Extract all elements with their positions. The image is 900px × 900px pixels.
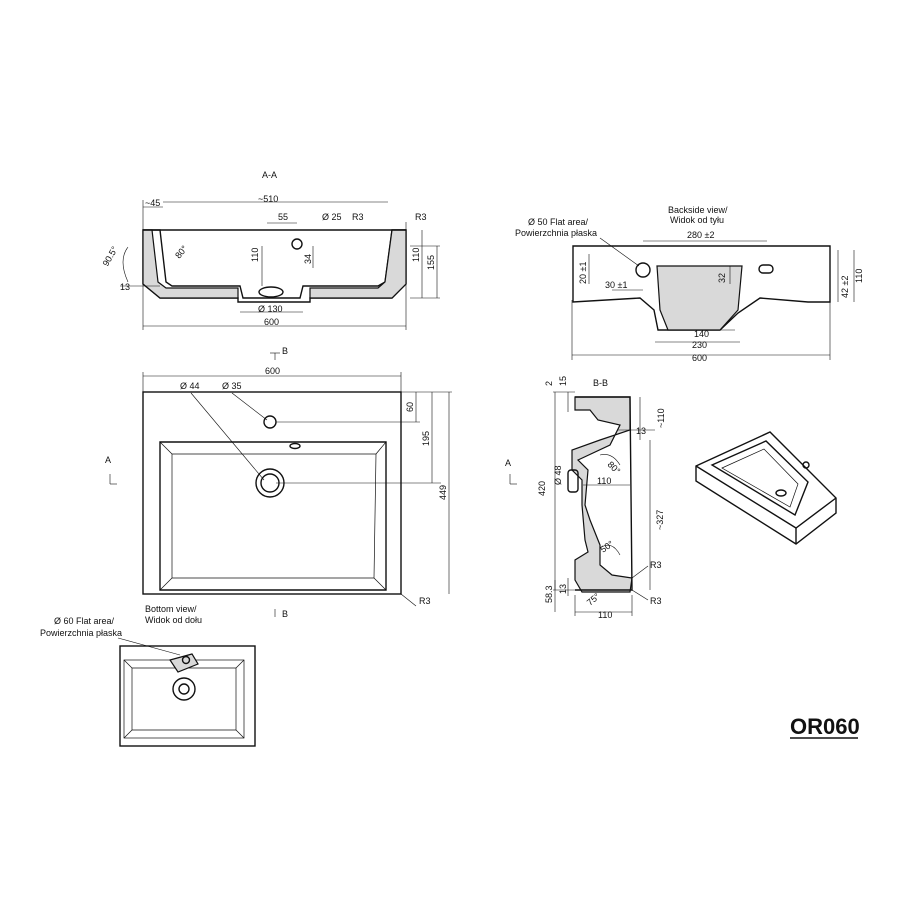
svg-text:230: 230 (692, 340, 707, 350)
model-label: OR060 (790, 714, 860, 739)
svg-text:60: 60 (405, 402, 415, 412)
svg-text:13: 13 (120, 282, 130, 292)
top-basin-outer (159, 441, 387, 591)
back-view-title-2: Widok od tyłu (670, 215, 724, 225)
svg-text:Ø 44: Ø 44 (180, 381, 200, 391)
svg-text:R3: R3 (650, 560, 662, 570)
svg-text:13: 13 (636, 426, 646, 436)
svg-text:R3: R3 (650, 596, 662, 606)
svg-text:110: 110 (598, 610, 612, 620)
iso-drain (775, 489, 787, 497)
iso-outer-body (695, 431, 837, 545)
section-a-a-title: A-A (262, 170, 277, 180)
svg-text:140: 140 (694, 329, 709, 339)
bottom-outer-edge (119, 645, 256, 747)
svg-text:13: 13 (558, 584, 568, 594)
backside-view: Backside view/ Widok od tyłu Ø 50 Flat a… (515, 205, 864, 363)
svg-text:80°: 80° (173, 243, 190, 260)
svg-text:~510: ~510 (258, 194, 278, 204)
section-b-b-title: B-B (593, 378, 608, 388)
back-view-note-1: Ø 50 Flat area/ (528, 217, 589, 227)
top-view: 600 B B A Ø 44 Ø 35 60 195 4 (105, 346, 452, 619)
svg-text:~110: ~110 (656, 408, 666, 428)
svg-text:Ø 35: Ø 35 (222, 381, 242, 391)
svg-text:110: 110 (597, 476, 611, 486)
svg-text:600: 600 (265, 366, 280, 376)
back-view-tap-hole-left (635, 262, 651, 278)
bottom-view-title-2: Widok od dołu (145, 615, 202, 625)
aa-right-wall-section (309, 229, 407, 299)
svg-text:~45: ~45 (145, 198, 160, 208)
svg-text:30 ±1: 30 ±1 (605, 280, 627, 290)
svg-text:Ø 130: Ø 130 (258, 304, 283, 314)
bottom-view-note-1: Ø 60 Flat area/ (54, 616, 115, 626)
svg-text:32: 32 (717, 273, 727, 283)
svg-text:110: 110 (250, 248, 260, 262)
svg-text:2: 2 (544, 381, 554, 386)
svg-text:90.5°: 90.5° (101, 244, 120, 268)
svg-text:R3: R3 (415, 212, 427, 222)
top-tap-hole (263, 415, 277, 429)
bottom-basin-edge (123, 659, 245, 739)
iso-basin-floor (721, 448, 799, 508)
back-view-note-2: Powierzchnia płaska (515, 228, 597, 238)
svg-text:58.3: 58.3 (544, 585, 554, 603)
svg-text:449: 449 (438, 485, 448, 500)
svg-text:B: B (282, 609, 288, 619)
isometric-view (695, 431, 837, 545)
svg-text:600: 600 (264, 317, 279, 327)
bottom-view: Bottom view/ Widok od dołu Ø 60 Flat are… (40, 604, 256, 747)
svg-text:Ø 25: Ø 25 (322, 212, 342, 222)
svg-text:195: 195 (421, 431, 431, 446)
back-view-title-1: Backside view/ (668, 205, 728, 215)
top-a-marker: A (105, 455, 111, 465)
bottom-drain-outer (172, 677, 196, 701)
bottom-view-title-1: Bottom view/ (145, 604, 197, 614)
svg-text:80°: 80° (606, 459, 623, 476)
bottom-basin-inner (131, 667, 237, 731)
svg-text:110: 110 (411, 248, 421, 262)
svg-text:15: 15 (558, 376, 568, 386)
bb-overflow (567, 469, 579, 493)
top-outer-rim (142, 391, 402, 595)
back-view-bowl (656, 265, 743, 331)
svg-text:R3: R3 (419, 596, 431, 606)
back-view-overflow-slot (758, 264, 774, 274)
svg-text:50°: 50° (598, 538, 615, 554)
svg-text:420: 420 (537, 481, 547, 496)
bb-outline (575, 396, 633, 591)
top-b-marker: B (282, 346, 288, 356)
svg-text:42 ±2: 42 ±2 (840, 276, 850, 298)
top-overflow (289, 442, 301, 450)
section-b-b: B-B A 2 15 ~110 13 Ø 48 420 110 80° ~327… (505, 376, 666, 620)
bottom-drain-inner (178, 683, 190, 695)
svg-text:55: 55 (278, 212, 288, 222)
svg-text:155: 155 (426, 255, 436, 270)
svg-text:~327: ~327 (655, 510, 665, 530)
svg-text:20 ±1: 20 ±1 (578, 262, 588, 284)
svg-text:A: A (505, 458, 511, 468)
svg-text:R3: R3 (352, 212, 364, 222)
svg-text:34: 34 (303, 254, 313, 264)
svg-text:Ø 48: Ø 48 (553, 465, 563, 485)
aa-left-wall-section (142, 229, 239, 299)
iso-tap-hole (802, 461, 810, 469)
section-a-a: A-A ~45 ~510 55 Ø 25 R3 R3 90.5° 80° 110… (101, 170, 440, 330)
svg-text:600: 600 (692, 353, 707, 363)
svg-text:280 ±2: 280 ±2 (687, 230, 714, 240)
svg-text:110: 110 (854, 269, 864, 283)
svg-text:75°: 75° (585, 591, 602, 608)
bottom-view-note-2: Powierzchnia płaska (40, 628, 122, 638)
top-basin-inner (171, 453, 377, 579)
bb-section-profile (571, 396, 633, 593)
bottom-tap-hole (181, 655, 191, 665)
iso-basin-rim (710, 440, 809, 517)
aa-drain (258, 286, 284, 298)
aa-tap-hole (291, 238, 303, 250)
